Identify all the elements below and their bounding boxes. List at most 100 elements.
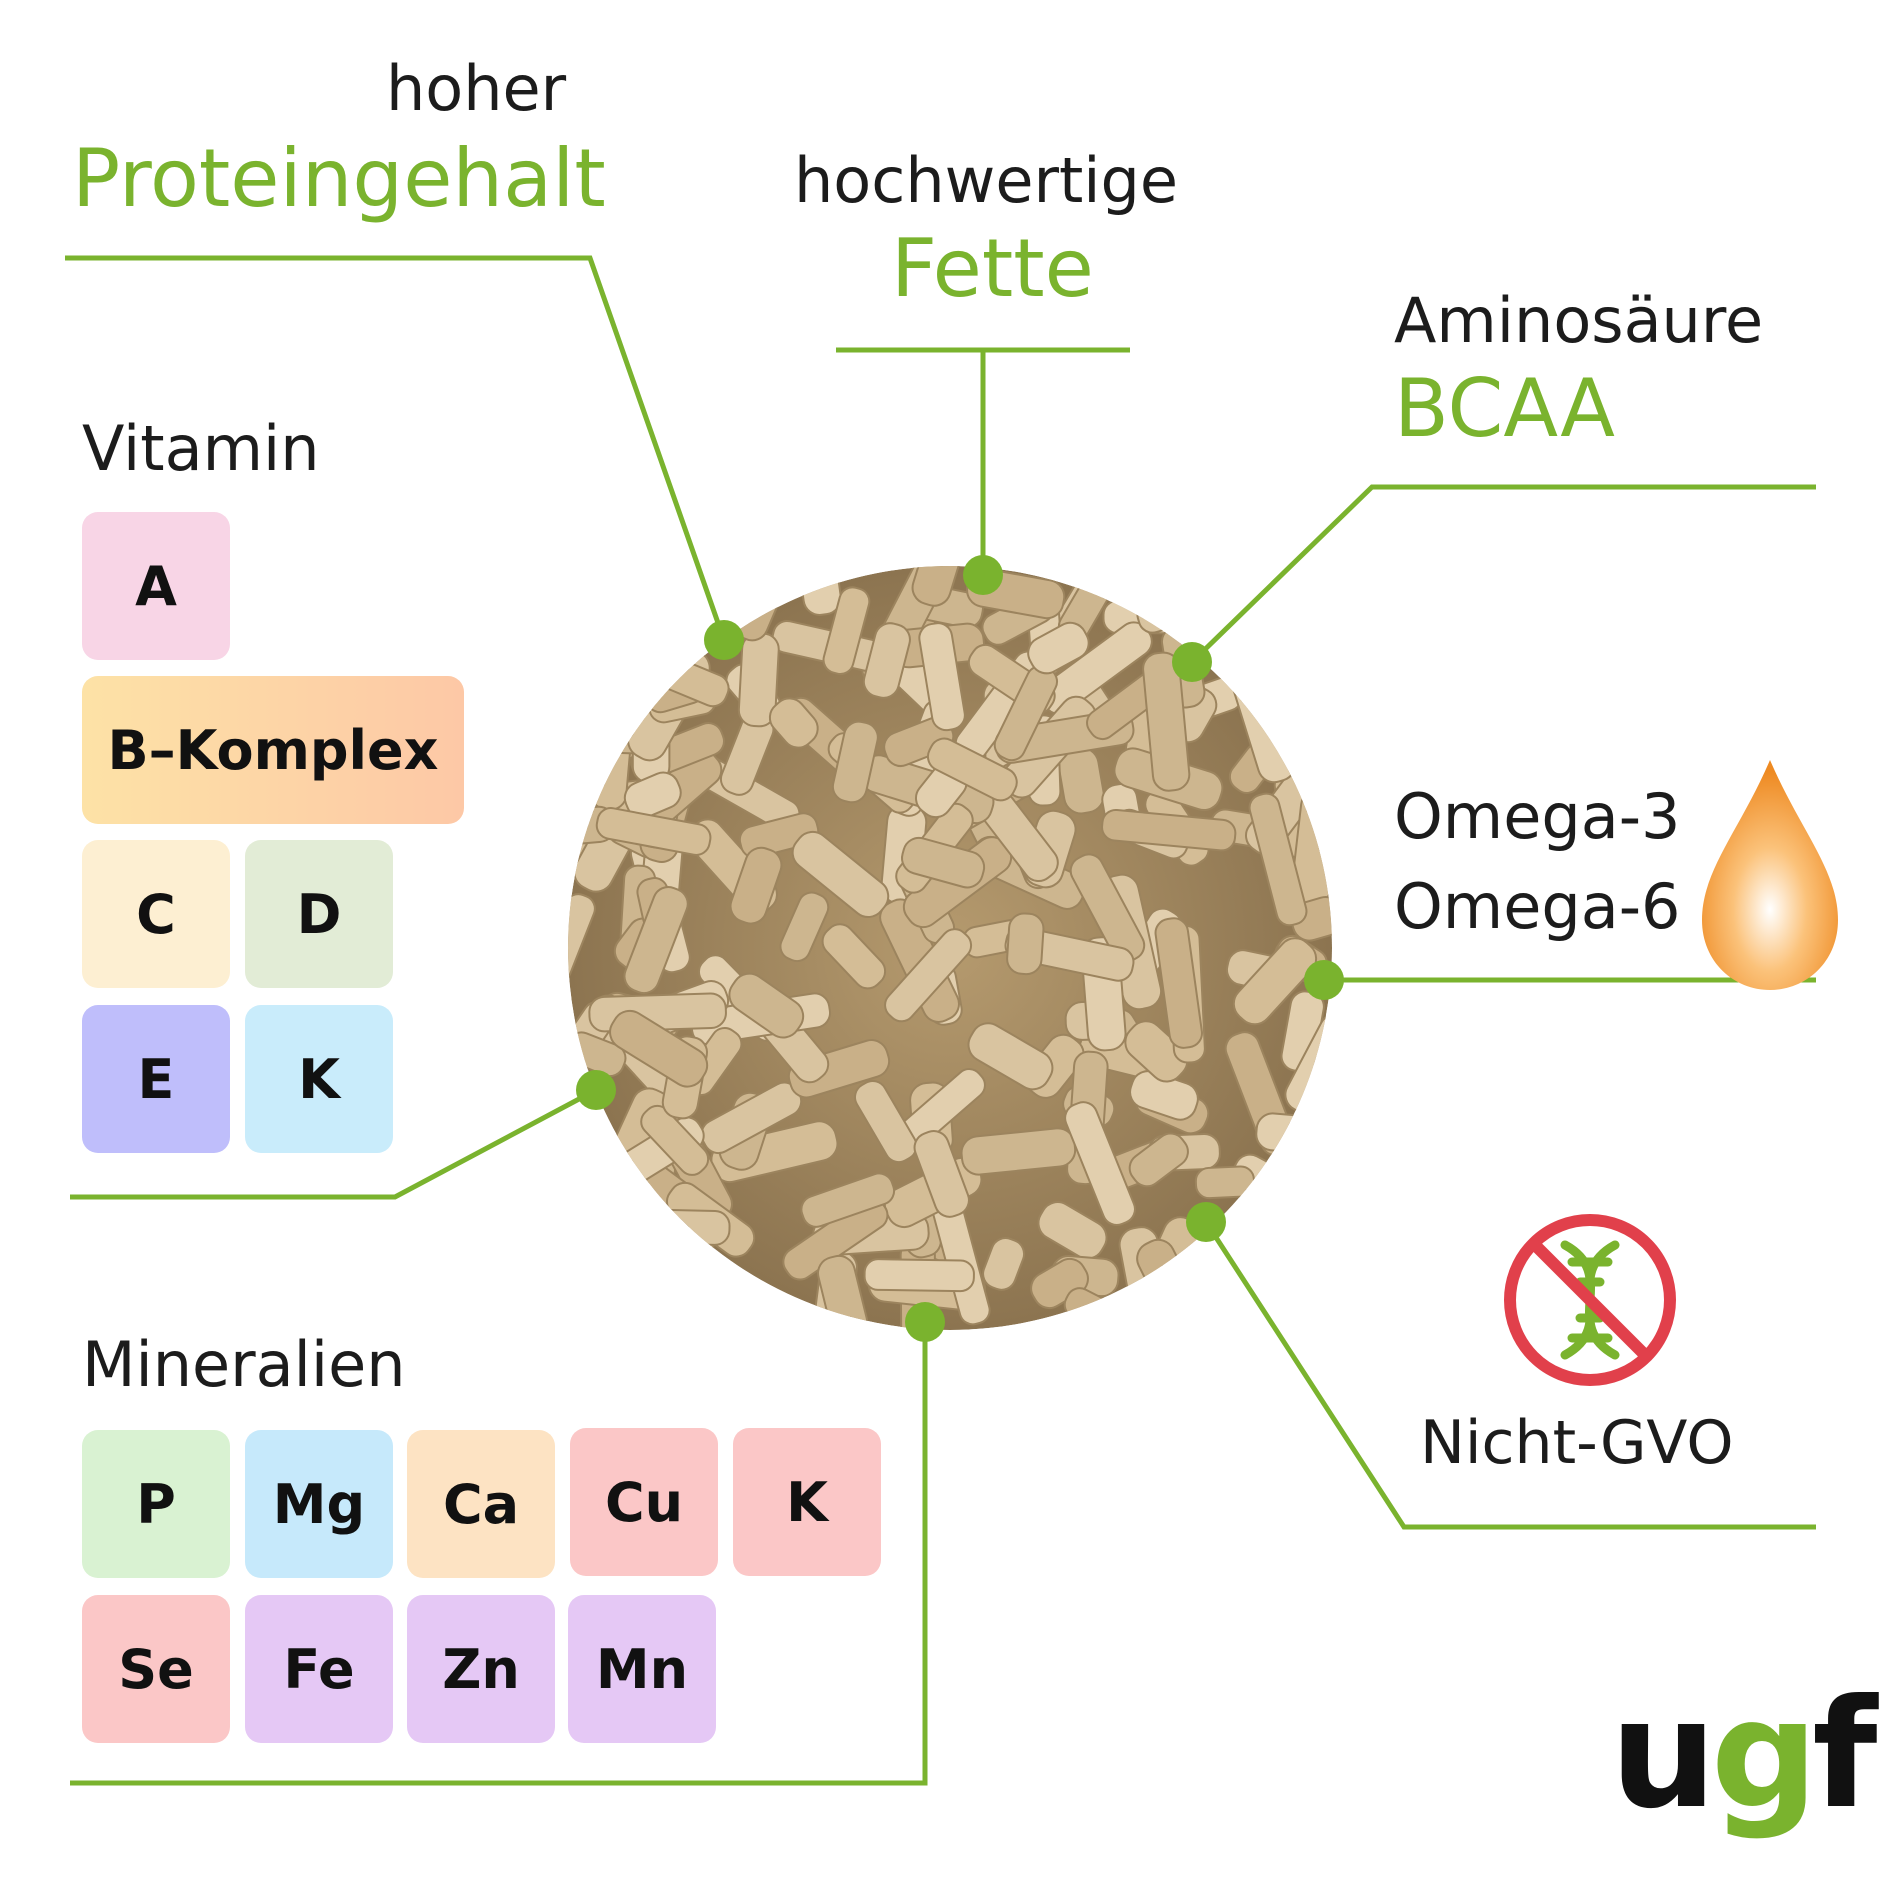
pellet — [1282, 1194, 1332, 1244]
pellet — [779, 891, 830, 963]
connector-dot-amino — [1172, 642, 1212, 682]
pellet — [926, 737, 1018, 802]
pellet — [982, 1237, 1026, 1291]
pellet — [583, 566, 678, 618]
pellet — [1037, 1201, 1108, 1260]
mineral-tile-p: P — [82, 1430, 230, 1578]
protein-line1: hoher — [386, 52, 567, 125]
connector-dot-vitamin — [576, 1070, 616, 1110]
pellet — [1142, 651, 1191, 792]
ugf-logo: ugf — [1610, 1680, 1877, 1830]
pellet — [768, 697, 819, 749]
pellet — [1232, 937, 1318, 1026]
pellet — [639, 1208, 731, 1246]
pellet — [822, 586, 871, 675]
pellet — [1255, 1112, 1332, 1160]
pellet — [568, 1099, 608, 1188]
pellet — [787, 1039, 891, 1099]
pellet — [831, 720, 879, 804]
oil-drop-icon — [1702, 760, 1838, 990]
pellet — [606, 1236, 652, 1311]
pellet — [596, 598, 666, 638]
vitamin-heading: Vitamin — [82, 412, 320, 485]
pellet — [1209, 628, 1326, 683]
pellet — [568, 1270, 616, 1330]
no-gmo-dna-icon — [1504, 1214, 1676, 1386]
logo-letter-u: u — [1610, 1668, 1717, 1842]
pellet — [791, 830, 890, 919]
pellet — [592, 626, 660, 674]
pellet — [1248, 792, 1308, 927]
mineral-tile-fe: Fe — [245, 1595, 393, 1743]
pellet — [1064, 1101, 1136, 1226]
pellet — [623, 771, 682, 819]
pellet — [1136, 1279, 1252, 1330]
pellet — [1256, 661, 1332, 709]
pellet — [1228, 602, 1283, 690]
connector-dot-protein — [704, 620, 744, 660]
pellet — [1101, 808, 1237, 852]
pellet — [640, 1104, 710, 1176]
pellet — [586, 588, 712, 641]
pellet — [821, 923, 887, 990]
pellet — [568, 566, 637, 660]
pellet — [1279, 1214, 1332, 1283]
vitamin-tile-d: D — [245, 840, 393, 988]
pellet — [800, 1172, 896, 1228]
fats-line1: hochwertige — [794, 144, 1178, 217]
mineral-tile-ca: Ca — [407, 1430, 555, 1578]
pellet — [617, 566, 679, 609]
pellet — [729, 846, 783, 925]
pellet — [913, 1130, 970, 1218]
vitamin-tile-e: E — [82, 1005, 230, 1153]
pellet — [1006, 912, 1045, 976]
vitamin-tile-a: A — [82, 512, 230, 660]
pellet — [568, 1161, 612, 1241]
connector-dot-omega — [1304, 960, 1344, 1000]
amino-line2: BCAA — [1394, 362, 1616, 455]
pellet — [568, 683, 622, 728]
logo-letter-g: g — [1710, 1668, 1818, 1842]
connector-dot-minerals — [905, 1302, 945, 1342]
mineral-tile-se: Se — [82, 1595, 230, 1743]
vitamin-tile-b-complex: B–Komplex — [82, 676, 464, 824]
pellet — [609, 1009, 709, 1088]
mineral-tile-mn: Mn — [568, 1595, 716, 1743]
pellet-image — [568, 566, 1332, 1330]
pellet — [884, 928, 973, 1023]
connector-dot-non-gmo — [1186, 1202, 1226, 1242]
mineral-tile-mg: Mg — [245, 1430, 393, 1578]
minerals-heading: Mineralien — [82, 1328, 406, 1401]
pellet — [911, 566, 962, 607]
logo-letter-f: f — [1812, 1668, 1877, 1842]
protein-line2: Proteingehalt — [72, 132, 606, 225]
pellet — [1282, 567, 1332, 692]
pellet — [568, 1128, 621, 1205]
pellet — [1136, 592, 1192, 634]
pellet — [1128, 1132, 1189, 1188]
pellet — [728, 972, 805, 1039]
fats-line2: Fette — [891, 222, 1094, 315]
omega-line2: Omega-6 — [1394, 870, 1681, 943]
pellet — [595, 807, 712, 856]
pellet — [862, 622, 911, 699]
amino-line1: Aminosäure — [1394, 284, 1764, 357]
pellet — [967, 1022, 1054, 1091]
pellet — [623, 886, 689, 995]
pellet — [1283, 1241, 1332, 1321]
pellet — [1205, 1255, 1286, 1326]
mineral-tile-cu: Cu — [570, 1428, 718, 1576]
non-gmo-label: Nicht-GVO — [1420, 1408, 1734, 1478]
pellet — [1283, 675, 1332, 729]
pellet — [1194, 1165, 1256, 1200]
pellet — [609, 1206, 684, 1330]
pellet — [918, 622, 966, 732]
omega-line1: Omega-3 — [1394, 780, 1681, 853]
connector-dot-fats — [963, 555, 1003, 595]
pellet — [1154, 917, 1203, 1049]
pellet — [863, 1258, 975, 1293]
pellet — [1027, 621, 1090, 675]
pellet — [901, 836, 986, 889]
vitamin-tile-c: C — [82, 840, 230, 988]
